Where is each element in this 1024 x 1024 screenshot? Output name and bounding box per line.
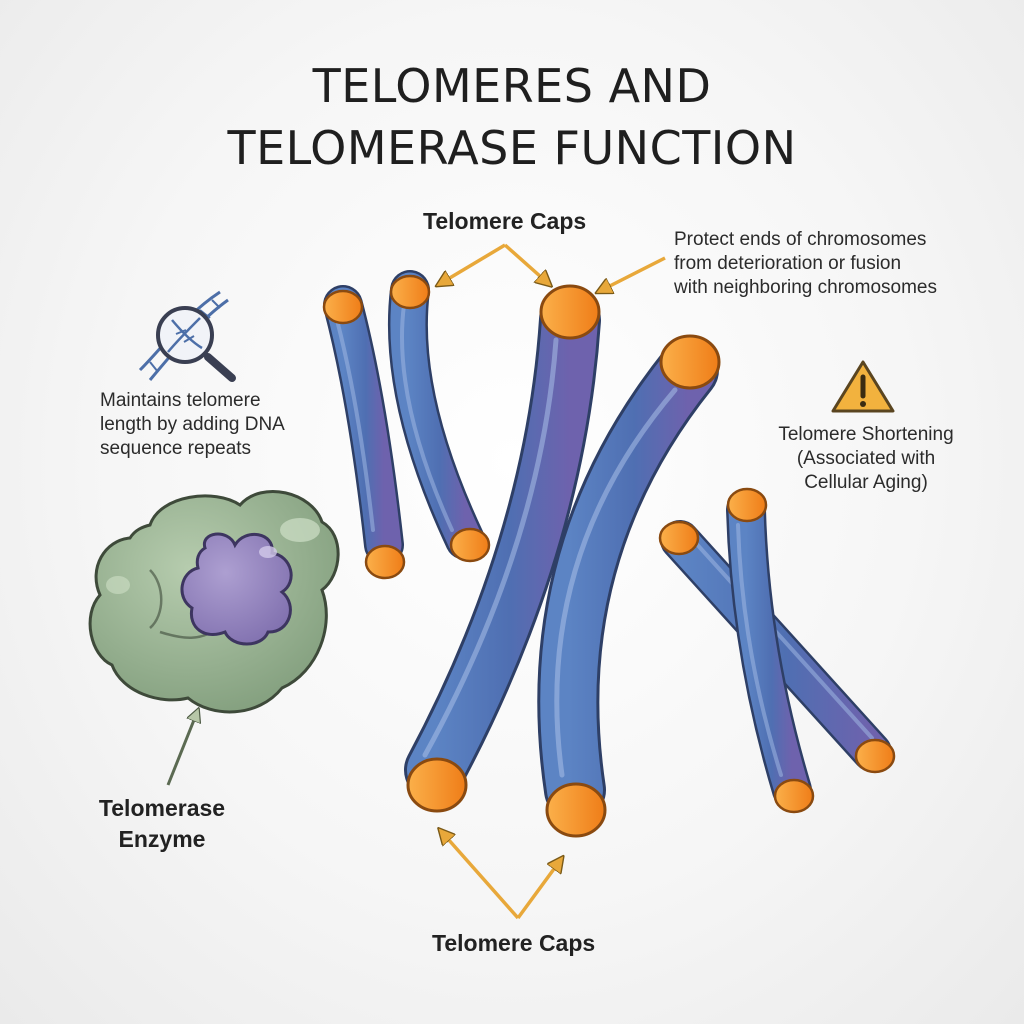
page-title: TELOMERES AND TELOMERASE FUNCTION xyxy=(0,55,1024,179)
note-line: Cellular Aging) xyxy=(804,472,928,493)
note-line: sequence repeats xyxy=(100,438,252,459)
telomere-cap xyxy=(659,334,721,390)
telomere-cap xyxy=(406,757,468,813)
telomere-caps-top-label: Telomere Caps xyxy=(423,208,587,234)
telomerase-enzyme-label: Telomerase Enzyme xyxy=(78,793,246,855)
telomere-cap xyxy=(322,289,364,325)
note-line: Protect ends of chromosomes xyxy=(674,229,927,250)
note-line: Maintains telomere xyxy=(100,390,261,411)
note-line: (Associated with xyxy=(796,448,936,469)
note-line: from deterioration or fusion xyxy=(674,253,902,274)
telomere-cap xyxy=(545,782,607,838)
protect-note: Protect ends of chromosomes from deterio… xyxy=(674,228,937,300)
telomere-cap xyxy=(658,520,700,556)
chromosome-left xyxy=(322,270,491,580)
note-line: length by adding DNA xyxy=(100,414,285,435)
chromatid xyxy=(387,270,485,560)
label-line: Telomerase xyxy=(98,795,226,821)
warning-icon xyxy=(831,360,895,413)
chromosome-center xyxy=(404,284,721,838)
shortening-note: Telomere Shortening (Associated with Cel… xyxy=(758,423,974,495)
arrows-bottom-caps xyxy=(440,830,562,920)
chromatid xyxy=(726,490,812,810)
chromatid xyxy=(404,289,601,801)
maintains-note: Maintains telomere length by adding DNA … xyxy=(100,389,285,461)
telomere-cap xyxy=(773,778,815,814)
arrows-top-caps xyxy=(438,243,550,285)
chromatid xyxy=(323,285,404,565)
label-line: Enzyme xyxy=(118,826,206,852)
telomere-cap xyxy=(854,738,896,774)
telomere-caps-bottom-label: Telomere Caps xyxy=(432,930,596,956)
telomere-cap xyxy=(449,527,491,563)
telomere-cap xyxy=(539,284,601,340)
telomerase-enzyme xyxy=(88,489,340,714)
arrow-protect xyxy=(598,256,666,292)
telomere-cap xyxy=(389,274,431,310)
dna-magnifier-icon xyxy=(138,290,236,382)
title-line: TELOMERES AND xyxy=(312,59,712,113)
title-line: TELOMERASE FUNCTION xyxy=(227,121,797,175)
arrow-enzyme xyxy=(166,710,198,786)
note-line: with neighboring chromosomes xyxy=(674,277,937,298)
chromatid xyxy=(537,339,719,821)
chromosome-right xyxy=(658,487,896,814)
note-line: Telomere Shortening xyxy=(778,424,954,445)
telomere-cap xyxy=(726,487,768,523)
telomere-cap xyxy=(364,544,406,580)
